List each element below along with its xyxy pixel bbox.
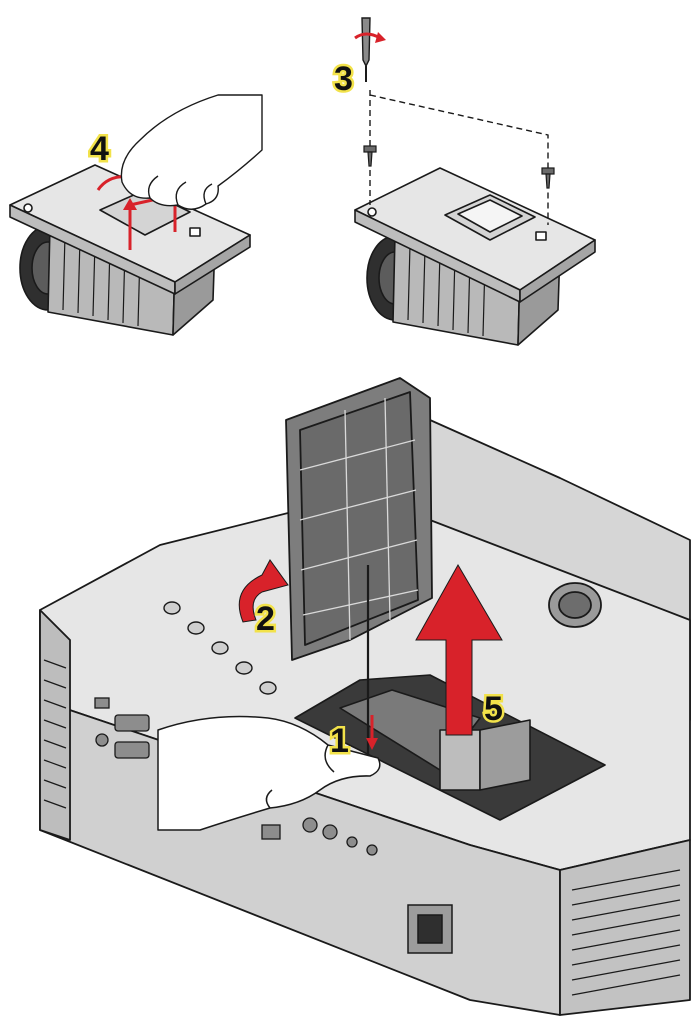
power-socket xyxy=(407,904,453,954)
lamp-cover xyxy=(285,377,433,661)
projector-lens xyxy=(548,582,602,628)
screw-icon xyxy=(363,145,555,189)
screw-guide-lines xyxy=(369,90,549,225)
step-3-label: 3 xyxy=(334,60,353,98)
io-ports xyxy=(94,697,378,856)
step-5-label: 5 xyxy=(484,690,503,728)
control-buttons xyxy=(163,601,277,695)
side-vents xyxy=(43,659,681,996)
lamp-compartment xyxy=(294,674,606,821)
step-4-label: 4 xyxy=(90,130,109,168)
hand-icon xyxy=(157,715,381,831)
lamp-module-top-right xyxy=(354,167,596,346)
step-1-label: 1 xyxy=(330,722,349,760)
step-2-label: 2 xyxy=(256,600,275,638)
hand-icon xyxy=(120,94,263,210)
lift-out-arrow xyxy=(415,563,503,736)
press-arrow xyxy=(366,715,378,750)
screwdriver-icon xyxy=(361,17,371,82)
rotate-arrow-icon xyxy=(354,32,386,43)
open-cover-arrow xyxy=(238,559,289,623)
